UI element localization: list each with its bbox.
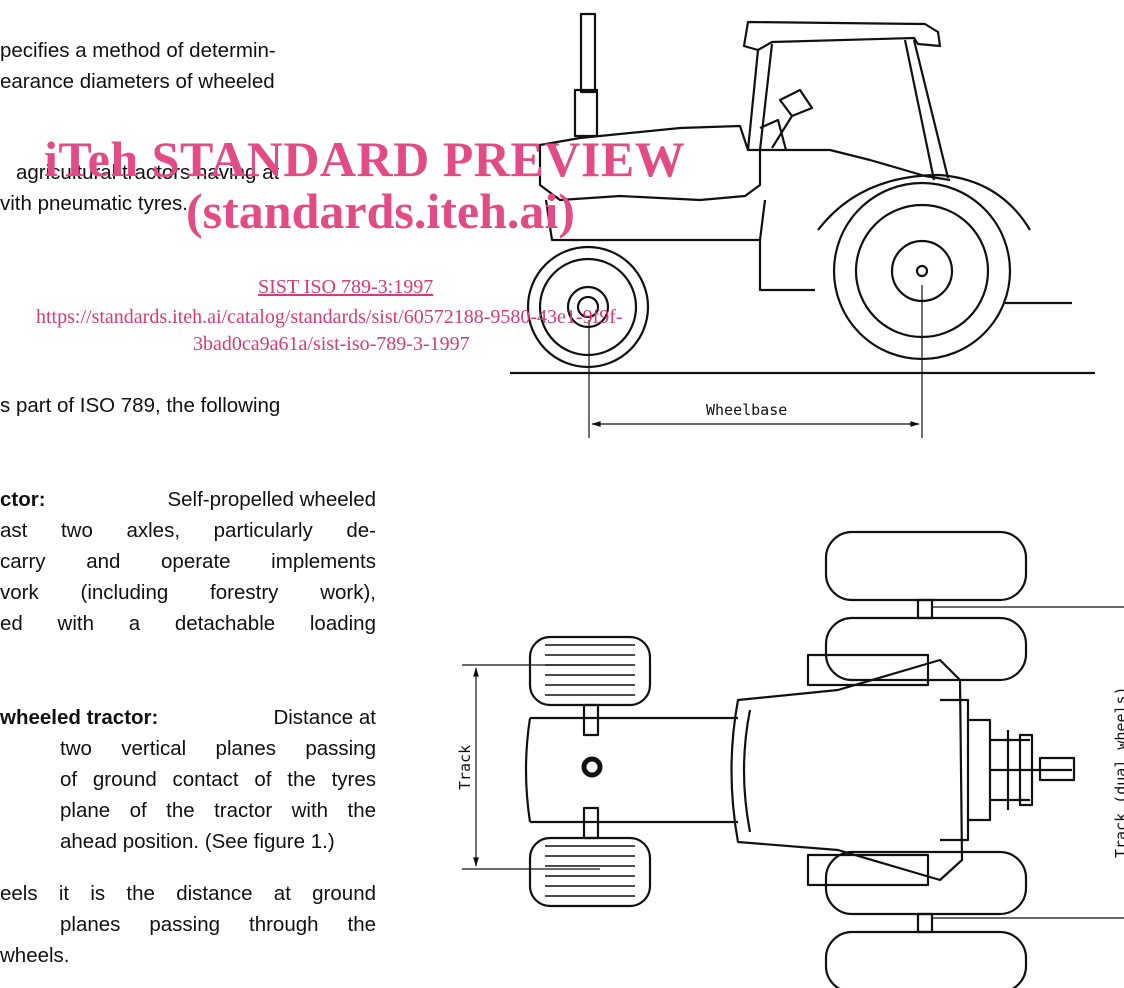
wheelbase-label: Wheelbase: [706, 401, 787, 419]
engine-hood: [538, 124, 762, 202]
tractor-top-view: [524, 530, 1076, 988]
watermark-doc-id[interactable]: SIST ISO 789-3:1997: [258, 276, 434, 298]
def-track-line-4: plane of the tractor with the: [60, 799, 376, 822]
intro-line-3: agricultural tractors having at: [16, 161, 280, 184]
def-tractor-line-2: ast two axles, particularly de-: [0, 519, 376, 542]
rear-inner-left-tyre: [824, 616, 1028, 682]
cab-roof: [742, 20, 942, 52]
intro-line-4: vith pneumatic tyres.: [0, 192, 188, 215]
def-track-text: Distance at: [273, 706, 376, 729]
track-label: Track: [456, 745, 474, 790]
def-tractor-line-1: ctor: Self-propelled wheeled: [0, 486, 376, 513]
tractor-side-view: [510, 12, 1095, 375]
def-tractor-line-4: vork (including forestry work),: [0, 581, 376, 604]
def-track-line-3: of ground contact of the tyres: [60, 768, 376, 791]
rear-outer-left-tyre: [824, 530, 1028, 602]
intro-line-2: earance diameters of wheeled: [0, 70, 275, 93]
def-track-line-1: wheeled tractor: Distance at: [0, 704, 376, 731]
def-track-line-5: ahead position. (See figure 1.): [60, 830, 335, 853]
track-dual-label: Track (dual wheels): [1112, 686, 1124, 858]
def-dual-line-3: wheels.: [0, 944, 70, 967]
def-dual-line-1: eels it is the distance at ground: [0, 882, 376, 905]
rear-outer-right-tyre: [824, 930, 1028, 988]
rear-hitch: [968, 718, 1072, 822]
rear-inner-right-tyre: [824, 850, 1028, 916]
watermark-title: iTeh STANDARD PREVIEW: [44, 131, 686, 187]
def-tractor-line-3: carry and operate implements: [0, 550, 376, 573]
def-tractor-line-5: ed with a detachable loading: [0, 612, 376, 635]
def-track-line-2: two vertical planes passing: [60, 737, 376, 760]
watermark-url-line-2[interactable]: 3bad0ca9a61a/sist-iso-789-3-1997: [193, 333, 470, 355]
def-tractor-text: Self-propelled wheeled: [167, 488, 376, 511]
cab-frame: [746, 39, 950, 181]
def-tractor-term: ctor:: [0, 488, 46, 511]
watermark-subtitle: (standards.iteh.ai): [186, 183, 575, 239]
def-dual-line-2: planes passing through the: [60, 913, 376, 936]
def-track-term: wheeled tractor:: [0, 706, 159, 729]
intro-line-1: pecifies a method of determin-: [0, 39, 276, 62]
front-wheel: [526, 245, 650, 369]
exhaust-stack: [579, 12, 597, 94]
watermark-url-line-1[interactable]: https://standards.iteh.ai/catalog/standa…: [36, 306, 623, 328]
terms-intro-line: s part of ISO 789, the following: [0, 394, 281, 417]
